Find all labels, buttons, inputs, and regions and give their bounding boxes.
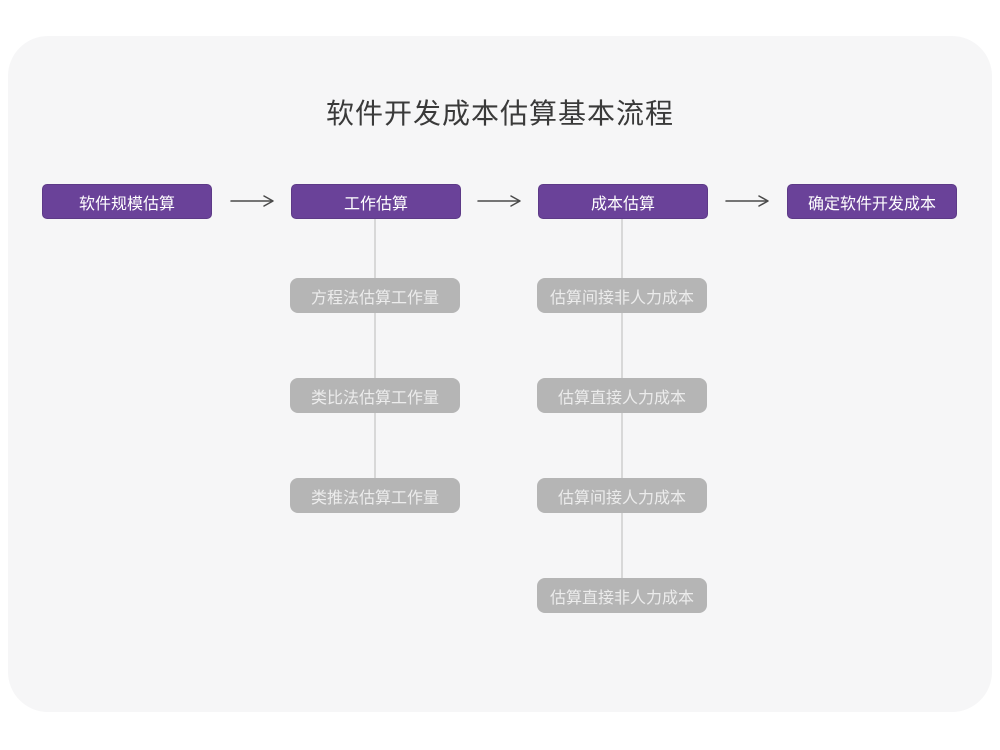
flow-node-direct-labor-cost: 估算直接人力成本 <box>537 378 707 413</box>
flow-node-work-estimation: 工作估算 <box>291 184 461 219</box>
arrow-right-icon <box>230 194 276 213</box>
arrow-right-icon <box>725 194 771 213</box>
diagram-card <box>8 36 992 712</box>
flow-node-extrapolation-method: 类推法估算工作量 <box>290 478 460 513</box>
flow-node-determine-software-dev-cost: 确定软件开发成本 <box>787 184 957 219</box>
flow-node-cost-estimation: 成本估算 <box>538 184 708 219</box>
flow-node-indirect-labor-cost: 估算间接人力成本 <box>537 478 707 513</box>
arrow-right-icon <box>477 194 523 213</box>
flow-node-indirect-non-labor-cost: 估算间接非人力成本 <box>537 278 707 313</box>
flow-node-analogy-method: 类比法估算工作量 <box>290 378 460 413</box>
connector-line-work-estimation <box>374 219 376 499</box>
flow-node-equation-method: 方程法估算工作量 <box>290 278 460 313</box>
flow-node-software-scale-estimation: 软件规模估算 <box>42 184 212 219</box>
diagram-title: 软件开发成本估算基本流程 <box>325 98 674 129</box>
flow-node-direct-non-labor-cost: 估算直接非人力成本 <box>537 578 707 613</box>
